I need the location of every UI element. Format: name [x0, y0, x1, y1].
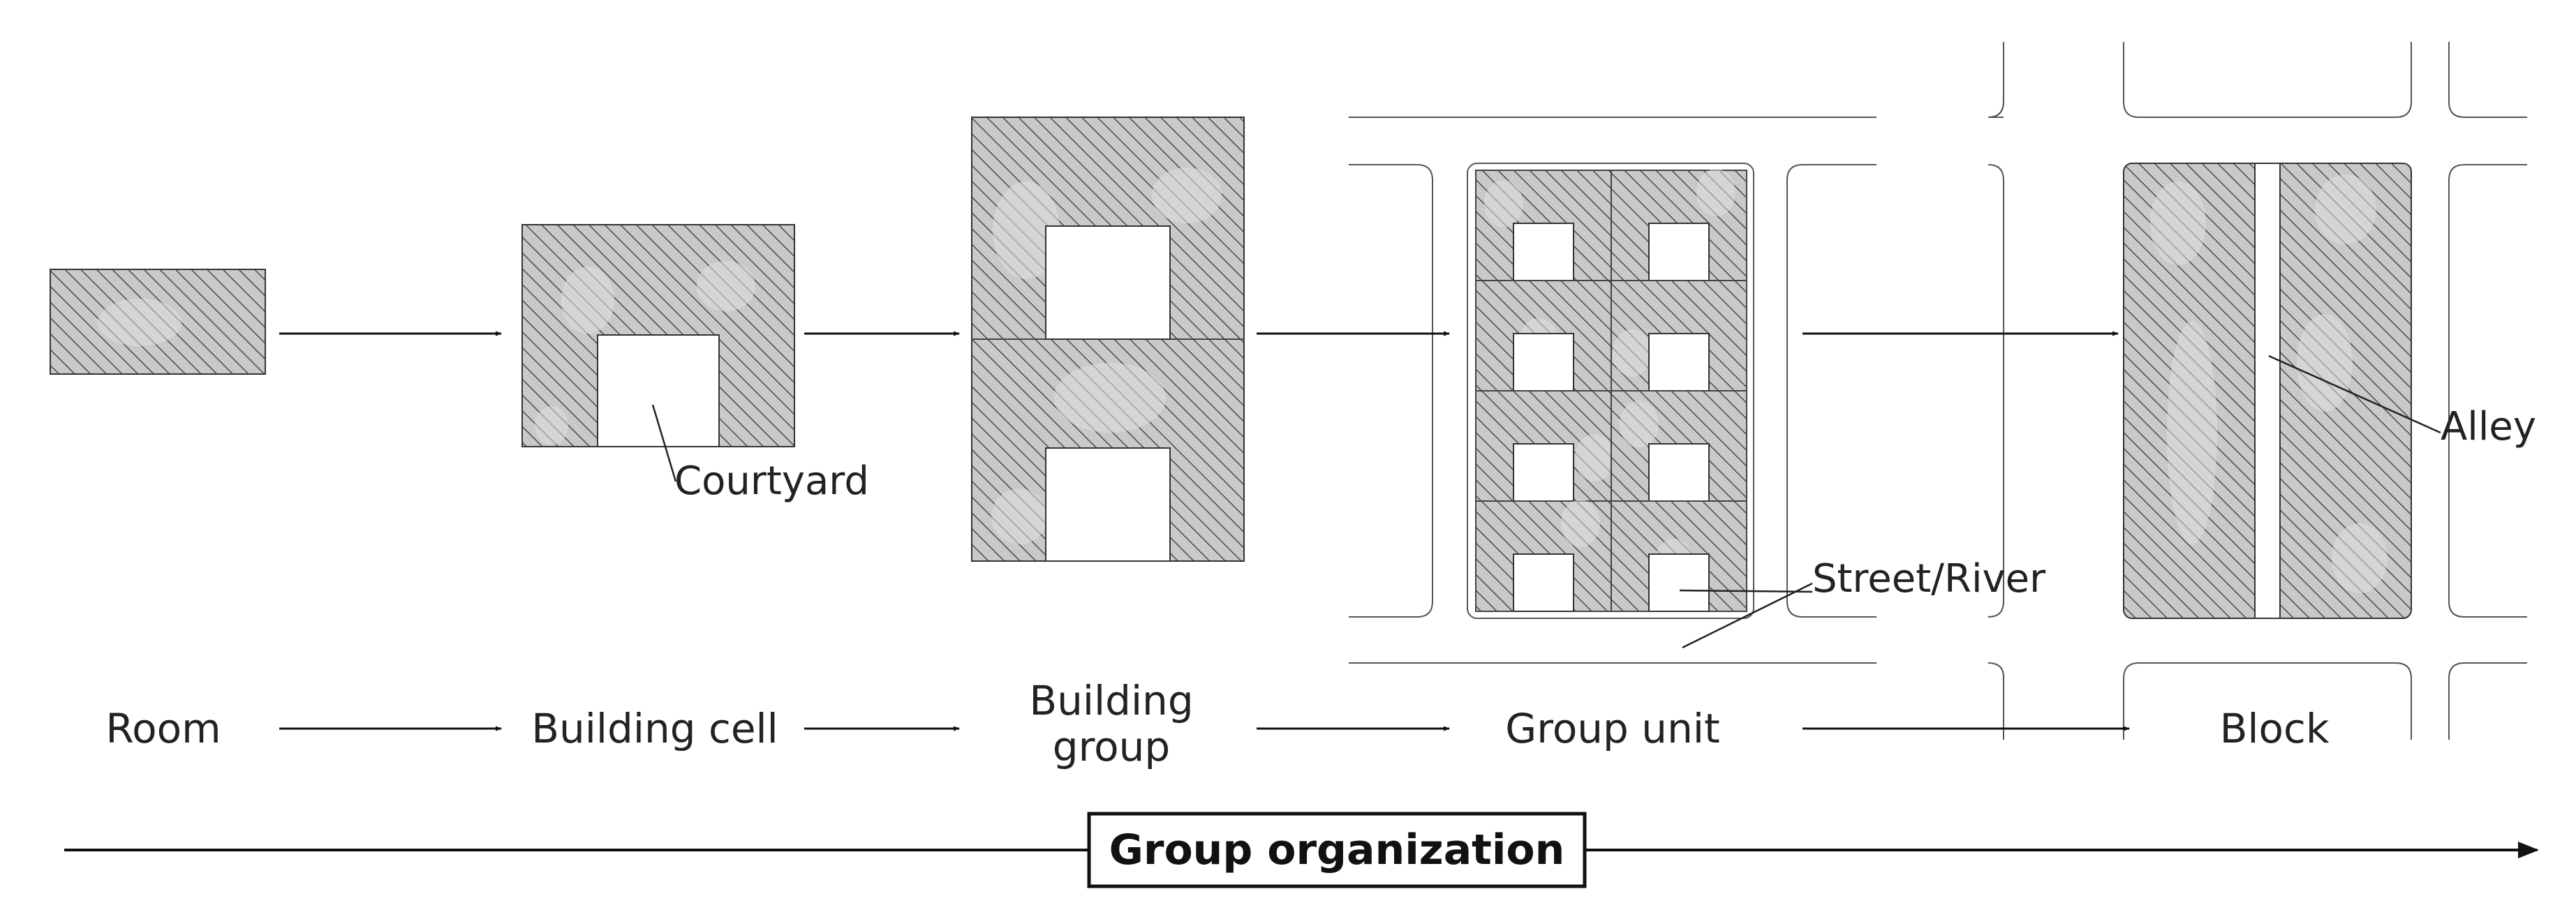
- courtyard-void: [1513, 443, 1574, 502]
- courtyard-void: [1648, 333, 1710, 392]
- block-streets: [1987, 42, 2527, 740]
- building-group-shape: [971, 117, 1245, 562]
- group-unit-cell: [1475, 280, 1612, 392]
- group-unit-blocks: [1475, 169, 1747, 612]
- street-leader-line-1: [1679, 589, 1813, 593]
- stage-label-building-cell: Building cell: [531, 705, 778, 752]
- courtyard-void: [1513, 333, 1574, 392]
- courtyard-void: [1648, 443, 1710, 502]
- building-cell-shape: [521, 224, 795, 447]
- alley-label: Alley: [2441, 404, 2536, 449]
- group-organization-axis: Group organization: [64, 812, 2539, 888]
- group-unit-cell: [1611, 500, 1747, 612]
- stage-label-group-unit: Group unit: [1505, 705, 1719, 752]
- room-shape: [50, 269, 266, 375]
- courtyard-void: [1513, 223, 1574, 281]
- group-unit-cell: [1611, 169, 1747, 281]
- courtyard-void: [1648, 553, 1710, 612]
- courtyard-label: Courtyard: [674, 458, 869, 504]
- courtyard-void: [597, 334, 720, 447]
- axis-label: Group organization: [1109, 826, 1565, 874]
- stage-label-room: Room: [105, 705, 221, 752]
- courtyard-leader-line: [651, 404, 677, 482]
- group-unit-cell: [1475, 390, 1614, 502]
- stage-label-building-group-line1: Building: [1029, 677, 1193, 724]
- stage-label-building-group-line2: group: [1053, 723, 1170, 770]
- block-shape: [2123, 163, 2412, 619]
- group-unit-cell: [1611, 390, 1747, 502]
- group-unit-streets: [1349, 117, 1877, 664]
- street-river-label: Street/River: [1812, 556, 2046, 602]
- alley-leader-line: [2268, 355, 2441, 434]
- alley-void: [2254, 163, 2281, 619]
- courtyard-void: [1648, 223, 1710, 281]
- street-river-leader-line: [1682, 582, 1813, 649]
- group-unit-cell: [1475, 170, 1612, 281]
- stage-label-block: Block: [2220, 705, 2330, 752]
- group-unit-cell: [1611, 280, 1747, 392]
- axis-label-box: [1087, 812, 1587, 888]
- group-unit-cell: [1475, 500, 1612, 612]
- courtyard-void: [1513, 553, 1574, 612]
